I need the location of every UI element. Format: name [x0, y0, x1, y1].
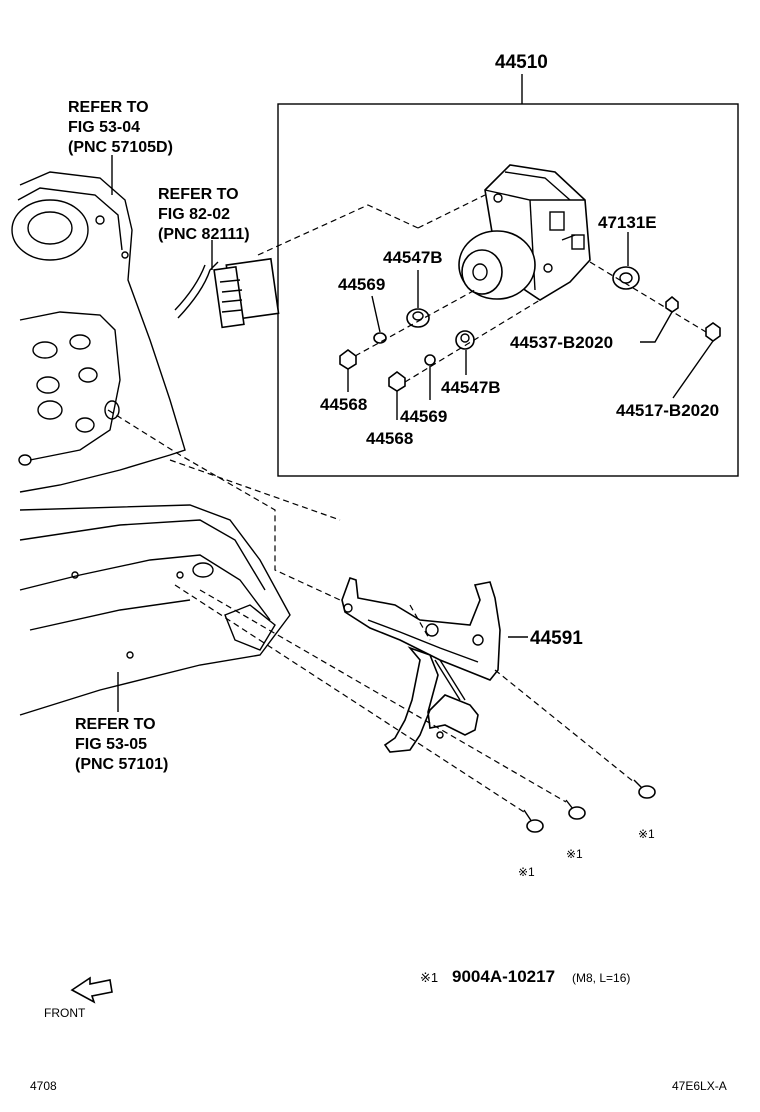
leader-44569-upper — [371, 295, 381, 333]
nut-44568-left — [339, 349, 357, 370]
label-44591: 44591 — [530, 628, 583, 649]
footnote-part-number: 9004A-10217 — [452, 967, 555, 986]
refer-block-53-05: REFER TO FIG 53-05 (PNC 57101) — [75, 716, 168, 773]
refer-block-82-02: REFER TO FIG 82-02 (PNC 82111) — [158, 186, 250, 243]
ref1-line1: REFER TO — [68, 99, 149, 116]
washer-44569-lower — [424, 354, 436, 366]
washer-44569-upper — [373, 332, 387, 344]
grommet-44547B-lower — [455, 330, 475, 350]
body-panel-upper — [11, 171, 186, 493]
front-arrow-icon — [70, 976, 113, 1004]
ref1-line2: FIG 53-04 — [68, 119, 140, 136]
bolt-3 — [633, 779, 656, 799]
label-44569-upper: 44569 — [338, 275, 385, 294]
bolt-mark-1: ※1 — [518, 865, 535, 879]
label-44569-lower: 44569 — [400, 407, 447, 426]
label-44547B-lower: 44547B — [441, 378, 501, 397]
label-47131E: 47131E — [598, 213, 657, 232]
footnote-mark: ※1 — [420, 970, 438, 985]
nut-44568-lower — [388, 371, 406, 392]
ref3-line2: FIG 53-05 — [75, 736, 147, 753]
label-44568-left: 44568 — [320, 395, 367, 414]
label-44547B-upper: 44547B — [383, 248, 443, 267]
front-label: FRONT — [44, 1006, 86, 1020]
footer-illustration-code: 47E6LX-A — [672, 1079, 727, 1093]
leader-44537 — [640, 311, 673, 343]
bracket-44591 — [341, 576, 501, 753]
bolt-mark-3: ※1 — [638, 827, 655, 841]
body-panel-lower — [19, 504, 291, 716]
bolt-2 — [565, 799, 586, 820]
footer-page-code: 4708 — [30, 1079, 57, 1093]
bolt-1 — [523, 809, 544, 833]
grommet-44547B-upper — [406, 308, 430, 328]
wire-harness-connector — [174, 257, 280, 329]
nut-44517 — [705, 322, 721, 342]
refer-block-53-04: REFER TO FIG 53-04 (PNC 57105D) — [68, 99, 173, 156]
footnote-spec: (M8, L=16) — [572, 971, 630, 985]
ref3-line1: REFER TO — [75, 716, 156, 733]
abs-actuator-unit — [458, 164, 591, 301]
label-44568-lower: 44568 — [366, 429, 413, 448]
label-44517-B2020: 44517-B2020 — [616, 401, 719, 420]
assembly-group-box — [277, 103, 739, 477]
ref1-line3: (PNC 57105D) — [68, 139, 173, 156]
nut-44537 — [665, 295, 679, 313]
label-44510: 44510 — [495, 52, 548, 73]
ref2-line2: FIG 82-02 — [158, 206, 230, 223]
ref2-line1: REFER TO — [158, 186, 239, 203]
leader-44517 — [672, 340, 714, 399]
ref2-line3: (PNC 82111) — [158, 226, 250, 243]
ref3-line3: (PNC 57101) — [75, 756, 168, 773]
label-44537-B2020: 44537-B2020 — [510, 333, 613, 352]
grommet-47131E — [612, 266, 640, 290]
bolt-mark-2: ※1 — [566, 847, 583, 861]
installation-dashed-lines — [107, 194, 707, 813]
